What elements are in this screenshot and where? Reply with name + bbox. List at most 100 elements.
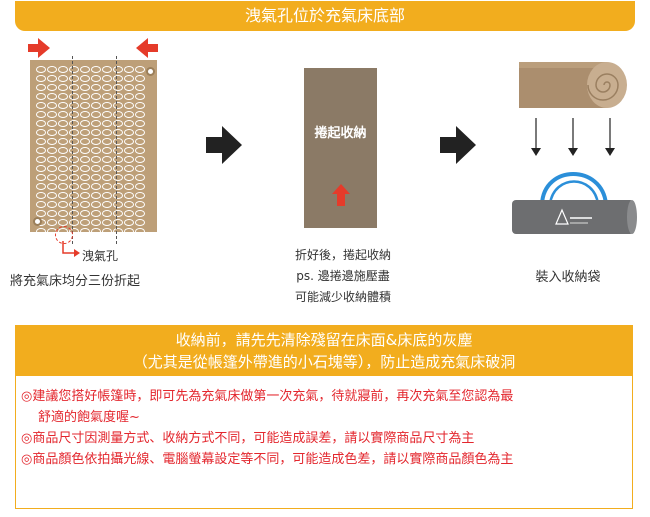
mattress-hole	[69, 147, 79, 154]
storage-notice-box: 收納前，請先先清除殘留在床面&床底的灰塵 （尤其是從帳篷外帶進的小石塊等），防止…	[15, 325, 633, 509]
mattress-hole	[36, 183, 46, 190]
valve-dot-icon	[33, 217, 42, 226]
mattress-hole	[113, 228, 123, 235]
step1-caption: 將充氣床均分三份折起	[10, 274, 141, 289]
mattress-hole	[58, 201, 68, 208]
mattress-hole	[113, 165, 123, 172]
mattress-hole	[36, 201, 46, 208]
mattress-hole	[80, 165, 90, 172]
mattress-hole	[124, 138, 134, 145]
notice-banner: 收納前，請先先清除殘留在床面&床底的灰塵 （尤其是從帳篷外帶進的小石塊等），防止…	[16, 326, 632, 376]
mattress-hole	[102, 66, 112, 73]
mattress-hole	[80, 138, 90, 145]
mattress-hole	[69, 111, 79, 118]
mattress-hole	[58, 120, 68, 127]
mattress-hole	[47, 219, 57, 226]
mattress-hole	[135, 174, 145, 181]
valve-dot-icon	[146, 67, 155, 76]
mattress-hole	[69, 66, 79, 73]
mattress-hole	[124, 111, 134, 118]
mattress-hole	[58, 165, 68, 172]
mattress-hole	[47, 165, 57, 172]
step2-caption: 折好後，捲起收納 ps. 邊捲邊施壓盡 可能減少收納體積	[268, 245, 418, 308]
mattress-hole	[91, 210, 101, 217]
mattress-hole	[135, 210, 145, 217]
mattress-hole	[102, 120, 112, 127]
mattress-hole	[124, 75, 134, 82]
mattress-hole	[58, 147, 68, 154]
mattress-hole	[102, 129, 112, 136]
mattress-hole	[102, 174, 112, 181]
mattress-hole	[69, 120, 79, 127]
mattress-hole	[58, 138, 68, 145]
step2-caption-line: ps. 邊捲邊施壓盡	[296, 269, 390, 283]
rolled-mattress-image: 捲起收納	[304, 68, 377, 228]
mattress-hole	[135, 75, 145, 82]
top-banner: 洩氣孔位於充氣床底部	[15, 1, 635, 31]
mattress-hole	[69, 93, 79, 100]
mattress-hole	[80, 174, 90, 181]
mattress-hole	[135, 93, 145, 100]
mattress-hole	[135, 66, 145, 73]
mattress-hole	[36, 165, 46, 172]
mattress-hole	[47, 75, 57, 82]
up-arrow-icon	[332, 184, 350, 206]
mattress-hole	[113, 210, 123, 217]
mattress-hole	[102, 201, 112, 208]
mattress-hole	[58, 129, 68, 136]
mattress-hole	[69, 102, 79, 109]
mattress-hole	[124, 192, 134, 199]
rolled-mattress-icon	[519, 62, 627, 108]
mattress-hole	[113, 66, 123, 73]
mattress-hole	[91, 174, 101, 181]
mattress-hole	[91, 66, 101, 73]
mattress-hole	[124, 120, 134, 127]
mattress-hole	[91, 102, 101, 109]
mattress-hole	[80, 147, 90, 154]
note-item: ◎商品尺寸因測量方式、收納方式不同，可能造成誤差，請以實際商品尺寸為主	[21, 431, 475, 446]
mattress-hole	[80, 192, 90, 199]
mattress-hole	[113, 138, 123, 145]
mattress-hole	[91, 183, 101, 190]
mattress-hole	[135, 201, 145, 208]
mattress-hole	[124, 66, 134, 73]
mattress-hole	[58, 111, 68, 118]
mattress-hole	[47, 102, 57, 109]
mattress-hole	[47, 84, 57, 91]
mattress-hole	[36, 111, 46, 118]
mattress-hole	[69, 75, 79, 82]
mattress-hole	[91, 75, 101, 82]
mattress-hole	[135, 147, 145, 154]
mattress-hole	[124, 210, 134, 217]
mattress-hole	[124, 129, 134, 136]
mattress-hole	[80, 84, 90, 91]
mattress-hole	[80, 102, 90, 109]
mattress-hole	[102, 156, 112, 163]
mattress-hole	[102, 84, 112, 91]
mattress-hole	[47, 66, 57, 73]
mattress-hole	[69, 138, 79, 145]
mattress-hole	[113, 183, 123, 190]
fold-line	[72, 56, 73, 244]
next-step-arrow-icon	[206, 126, 242, 164]
mattress-hole	[102, 219, 112, 226]
mattress-hole	[91, 129, 101, 136]
mattress-hole	[80, 66, 90, 73]
mattress-hole	[124, 219, 134, 226]
mattress-hole	[113, 147, 123, 154]
mattress-hole	[47, 111, 57, 118]
note-item: ◎商品顏色依拍攝光線、電腦螢幕設定等不同，可能造成色差，請以實際商品顏色為主	[21, 452, 514, 467]
mattress-hole	[91, 120, 101, 127]
mattress-hole	[58, 156, 68, 163]
mattress-hole	[113, 129, 123, 136]
air-mattress-image	[30, 60, 157, 235]
step3-caption: 裝入收納袋	[535, 270, 601, 285]
mattress-hole	[58, 66, 68, 73]
mattress-hole	[113, 102, 123, 109]
mattress-hole	[36, 84, 46, 91]
mattress-hole	[36, 210, 46, 217]
mattress-hole	[58, 75, 68, 82]
mattress-hole	[47, 174, 57, 181]
note-item: ◎建議您搭好帳篷時，即可先為充氣床做第一次充氣，待就寢前，再次充氣至您認為最 舒…	[21, 386, 629, 428]
mattress-hole	[80, 129, 90, 136]
